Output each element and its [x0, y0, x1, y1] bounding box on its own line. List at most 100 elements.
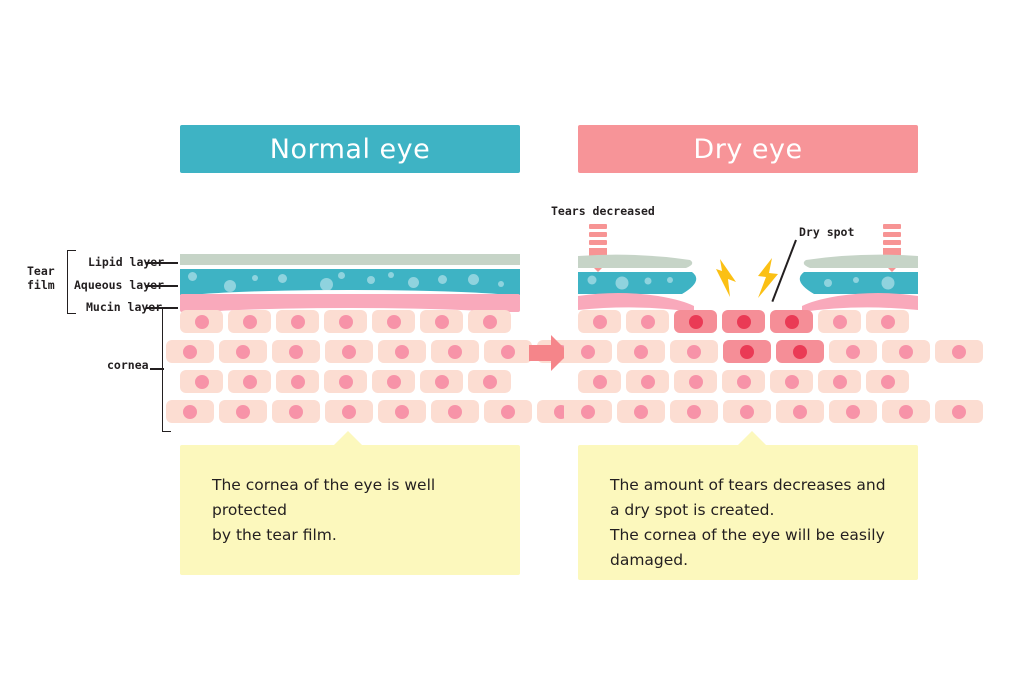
- cornea-cell-nucleus: [736, 314, 751, 329]
- cornea-cell: [722, 370, 765, 393]
- cornea-cell-nucleus: [740, 344, 754, 359]
- cornea-cell: [866, 370, 909, 393]
- cornea-cell: [882, 340, 930, 363]
- cornea-cell-nucleus: [448, 344, 462, 359]
- caption-dry-line-2: a dry spot is created.: [610, 501, 775, 519]
- aqueous-bubble: [278, 274, 287, 283]
- aqueous-bubble: [408, 277, 419, 288]
- cornea-cell-damaged: [674, 310, 717, 333]
- cornea-cell: [325, 340, 373, 363]
- cornea-cell: [468, 310, 511, 333]
- cornea-cell-nucleus: [395, 344, 409, 359]
- panel-header-dry-eye: Dry eye: [578, 125, 918, 173]
- cornea-cell: [431, 340, 479, 363]
- cornea-cell: [272, 340, 320, 363]
- cornea-cell: [228, 370, 271, 393]
- cornea-cell: [776, 400, 824, 423]
- cornea-cell: [325, 400, 373, 423]
- cornea-cell-nucleus: [899, 344, 913, 359]
- cornea-cell: [818, 370, 861, 393]
- cornea-cell-nucleus: [482, 314, 497, 329]
- tear-film-label-line1: Tear: [27, 264, 55, 278]
- caption-tail: [334, 431, 362, 445]
- arrow-segment: [883, 232, 901, 237]
- mucin-layer-normal: [180, 294, 520, 312]
- cornea-cell-nucleus: [736, 374, 751, 389]
- cornea-cell-nucleus: [740, 404, 754, 419]
- aqueous-bubble: [367, 276, 375, 284]
- cornea-cell: [818, 310, 861, 333]
- cornea-cell-nucleus: [242, 314, 257, 329]
- cornea-cell: [219, 340, 267, 363]
- cornea-cell-nucleus: [342, 344, 356, 359]
- cornea-cell: [770, 370, 813, 393]
- cornea-cell-damaged: [722, 310, 765, 333]
- cornea-cell: [272, 400, 320, 423]
- caption-normal-line-2: by the tear film.: [212, 526, 337, 544]
- aqueous-bubble: [468, 274, 479, 285]
- cornea-cell-nucleus: [501, 404, 515, 419]
- cornea-cell-nucleus: [434, 314, 449, 329]
- cornea-cell-nucleus: [688, 374, 703, 389]
- cornea-cell: [564, 400, 612, 423]
- cornea-cell: [431, 400, 479, 423]
- tear-film-bracket: [67, 250, 76, 314]
- cornea-cells-dry: [564, 310, 983, 430]
- caption-normal-eye: The cornea of the eye is well protected …: [180, 431, 520, 575]
- cornea-cell-nucleus: [342, 404, 356, 419]
- cornea-cell-nucleus: [501, 344, 515, 359]
- tear-film-label-line2: film: [27, 278, 55, 292]
- lipid-layer-normal: [180, 254, 520, 265]
- cornea-cell-nucleus: [846, 404, 860, 419]
- cornea-cell-nucleus: [634, 344, 648, 359]
- caption-tail: [738, 431, 766, 445]
- cornea-cell: [324, 310, 367, 333]
- lipid-layer-label: Lipid layer: [88, 255, 165, 269]
- aqueous-bubble: [320, 278, 333, 291]
- aqueous-layer-normal: [180, 269, 520, 295]
- tears-decreased-label: Tears decreased: [551, 204, 655, 218]
- lightning-bolt-icon: [716, 259, 736, 297]
- cornea-cell: [378, 400, 426, 423]
- cornea-cell: [324, 370, 367, 393]
- cornea-cell-nucleus: [784, 314, 799, 329]
- cornea-cell-nucleus: [793, 404, 807, 419]
- cornea-cell-nucleus: [899, 404, 913, 419]
- caption-normal-line-1: The cornea of the eye is well protected: [212, 476, 436, 519]
- cornea-cell: [829, 340, 877, 363]
- arrow-segment: [589, 240, 607, 245]
- cornea-cell: [219, 400, 267, 423]
- arrow-segment: [883, 240, 901, 245]
- cornea-cell-nucleus: [242, 374, 257, 389]
- cornea-cell: [723, 400, 771, 423]
- cornea-cell-nucleus: [236, 404, 250, 419]
- cornea-leader-line: [150, 368, 164, 371]
- arrow-right-icon: [529, 335, 569, 371]
- cornea-cell-nucleus: [183, 344, 197, 359]
- cornea-cell: [372, 310, 415, 333]
- caption-dry-line-4: damaged.: [610, 551, 689, 569]
- tear-film-group-label: Tear film: [27, 264, 55, 292]
- cornea-cell: [484, 340, 532, 363]
- cornea-cell: [866, 310, 909, 333]
- cornea-cell: [617, 340, 665, 363]
- cornea-cell-nucleus: [386, 314, 401, 329]
- cornea-cell-nucleus: [634, 404, 648, 419]
- aqueous-bubble: [252, 275, 258, 281]
- cornea-cell: [180, 370, 223, 393]
- aqueous-bubble: [388, 272, 394, 278]
- aqueous-bubble: [188, 272, 197, 281]
- cornea-cell: [829, 400, 877, 423]
- panel-header-dry-eye-label: Dry eye: [693, 133, 803, 165]
- cornea-cell-nucleus: [793, 344, 807, 359]
- cornea-cell-nucleus: [846, 344, 860, 359]
- cornea-cell: [564, 340, 612, 363]
- cornea-cell-nucleus: [338, 374, 353, 389]
- cornea-cell-nucleus: [832, 314, 847, 329]
- aqueous-bubble: [338, 272, 345, 279]
- cornea-cell: [420, 310, 463, 333]
- caption-dry-eye: The amount of tears decreases and a dry …: [578, 431, 918, 580]
- cornea-cell: [670, 400, 718, 423]
- caption-dry-line-3: The cornea of the eye will be easily: [610, 526, 885, 544]
